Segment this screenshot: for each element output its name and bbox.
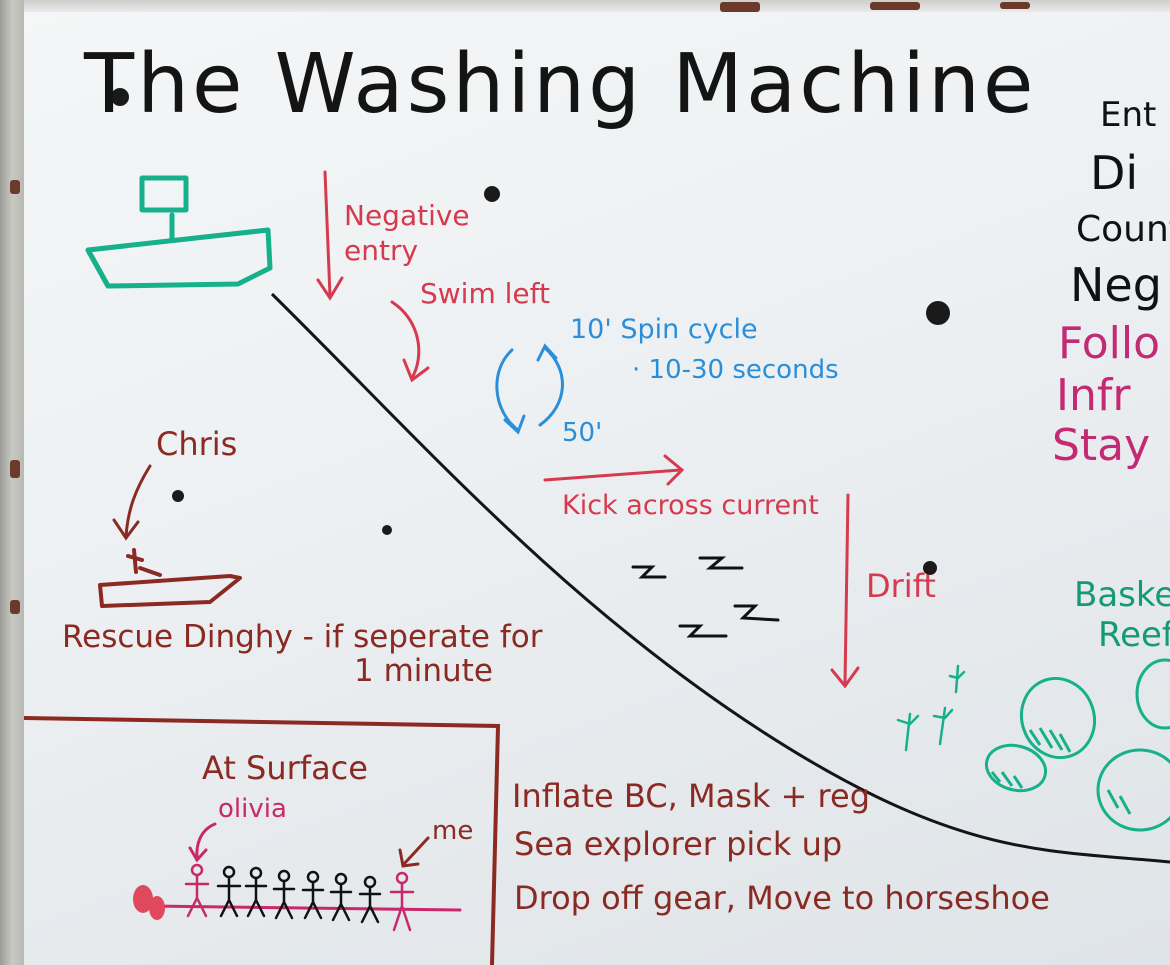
basket-label: Baske [1074,575,1170,615]
seaweed-drawings [896,664,966,752]
olivia-label: olivia [218,794,287,824]
kick-across-arrow [543,454,685,486]
drift-label: Drift [866,567,936,605]
right-list-item-2: Di [1090,146,1139,200]
right-list-item-4: Neg [1070,258,1162,312]
surface-step-2: Sea explorer pick up [514,825,843,863]
right-list-item-7: Stay [1052,420,1151,471]
negative-entry-arrow [316,170,344,301]
spin-cycle-label: 10' Spin cycle [570,314,758,345]
boat-drawing [85,175,273,289]
board-frame-left [0,0,24,965]
board-title: The Washing Machine [84,37,1037,132]
me-arrow [398,836,430,868]
olivia-arrow [188,822,217,863]
current-marks [631,556,780,638]
negative-entry-label: Negative entry [344,199,470,267]
right-list-item-6: Infr [1056,370,1131,421]
right-list-item-5: Follo [1058,318,1161,369]
basket-reef-drawing [984,658,1170,832]
right-list-item-3: Count [1076,209,1170,250]
me-label: me [432,816,474,846]
chris-arrow [112,464,152,541]
diver-figures [184,863,415,932]
spin-cycle-arrows [495,343,564,435]
right-list-item-1: Ent [1100,95,1157,135]
diver-line [133,885,462,920]
swim-left-label: Swim left [420,277,550,310]
chris-label: Chris [156,425,238,463]
descent-curve [270,292,1170,864]
reef-label: Reef [1098,615,1170,655]
drift-arrow [830,493,860,689]
at-surface-box [23,716,501,965]
rescue-minute-label: 1 minute [354,653,493,689]
surface-step-3: Drop off gear, Move to horseshoe [514,879,1050,917]
board-blemishes [111,88,950,575]
kick-across-label: Kick across current [562,490,819,521]
rescue-dinghy-label: Rescue Dinghy - if seperate for [62,619,543,655]
depth-50-label: 50' [562,418,603,448]
at-surface-label: At Surface [202,749,368,787]
swim-left-arrow [390,300,430,383]
rust-spots [10,2,1030,614]
rescue-dinghy-drawing [98,548,242,608]
spin-seconds-label: · 10-30 seconds [632,355,839,385]
surface-step-1: Inflate BC, Mask + reg [512,777,870,815]
